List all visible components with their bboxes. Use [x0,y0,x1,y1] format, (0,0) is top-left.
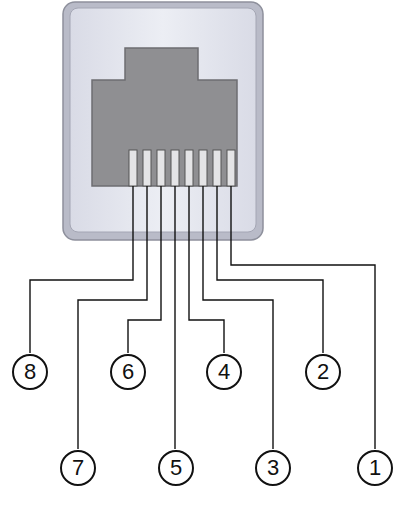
contact-pins [129,150,235,186]
callout-circle: 6 [110,354,146,390]
contact-pin [213,150,221,186]
callout-ring [61,451,95,485]
callout-number: 6 [122,361,134,383]
callout-number: 3 [267,457,279,479]
plug-opening [92,48,237,186]
callout-ring [13,355,47,389]
contact-pin [227,150,235,186]
callout-number: 7 [72,457,84,479]
callout-ring [306,355,340,389]
leader-line [78,186,147,449]
contact-pin [129,150,137,186]
callout-circle: 5 [158,450,194,486]
leader-line [231,186,375,449]
contact-pin [143,150,151,186]
callout-number: 4 [218,361,230,383]
leader-lines [30,186,375,449]
callout-number: 1 [369,457,381,479]
jack-face [70,8,256,232]
callout-number: 5 [170,457,182,479]
callout-ring [256,451,290,485]
leader-line [189,186,224,353]
contact-pin [157,150,165,186]
callout-circle: 8 [12,354,48,390]
jack-housing [63,2,263,240]
callout-circle: 3 [255,450,291,486]
contact-pin [171,150,179,186]
callout-circle: 2 [305,354,341,390]
leader-line [128,186,161,353]
callout-circle: 1 [357,450,393,486]
callout-ring [358,451,392,485]
callout-ring [207,355,241,389]
contact-pin [185,150,193,186]
leader-line [217,186,323,353]
callout-ring [111,355,145,389]
callout-number: 2 [317,361,329,383]
callout-circle: 7 [60,450,96,486]
leader-line [30,186,133,353]
leader-line [203,186,273,449]
callout-circle: 4 [206,354,242,390]
leader-line [174,186,175,449]
callout-ring [159,451,193,485]
callout-number: 8 [24,361,36,383]
contact-pin [199,150,207,186]
